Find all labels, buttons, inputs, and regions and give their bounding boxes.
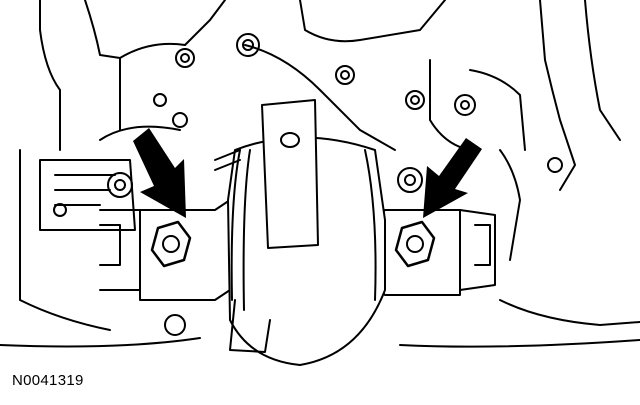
bracket-strap bbox=[245, 45, 395, 150]
mount-bolt-right bbox=[396, 222, 434, 266]
engine-block-outline bbox=[0, 0, 640, 347]
mount-bolt-left bbox=[152, 222, 190, 266]
right-mount-bolt-arrow bbox=[423, 138, 482, 218]
left-mount-bolt-arrow bbox=[133, 128, 186, 218]
figure-reference-id: N0041319 bbox=[12, 372, 84, 389]
block-fasteners bbox=[54, 34, 562, 335]
